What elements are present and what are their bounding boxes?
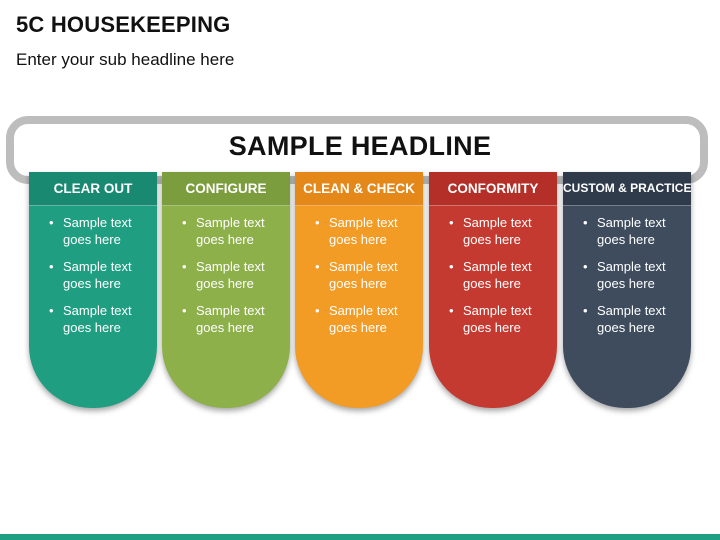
card-title: CONFIGURE [162,172,290,206]
card-custom-and-practice: CUSTOM & PRACTICE Sample text goes here … [563,172,691,408]
card-bullet: Sample text goes here [315,214,415,248]
card-configure: CONFIGURE Sample text goes here Sample t… [162,172,290,408]
card-bullet: Sample text goes here [315,302,415,336]
page-subtitle: Enter your sub headline here [16,50,235,69]
card-bullet: Sample text goes here [315,258,415,292]
card-title: CLEAN & CHECK [295,172,423,206]
card-title: CLEAR OUT [29,172,157,206]
card-bullet: Sample text goes here [449,258,549,292]
card-body: Sample text goes here Sample text goes h… [29,206,157,336]
card-conformity: CONFORMITY Sample text goes here Sample … [429,172,557,408]
card-bullet: Sample text goes here [583,214,683,248]
card-body: Sample text goes here Sample text goes h… [429,206,557,336]
card-bullet: Sample text goes here [49,258,149,292]
card-bullet: Sample text goes here [449,214,549,248]
card-bullet: Sample text goes here [583,258,683,292]
card-body: Sample text goes here Sample text goes h… [295,206,423,336]
card-title: CONFORMITY [429,172,557,206]
card-bullet: Sample text goes here [182,302,282,336]
card-bullet: Sample text goes here [49,302,149,336]
card-body: Sample text goes here Sample text goes h… [563,206,691,336]
card-title: CUSTOM & PRACTICE [563,172,691,206]
footer-bar [0,534,720,540]
sample-headline: SAMPLE HEADLINE [228,131,492,161]
card-bullet: Sample text goes here [449,302,549,336]
page-title: 5C HOUSEKEEPING [16,12,231,37]
card-clear-out: CLEAR OUT Sample text goes here Sample t… [29,172,157,408]
card-bullet: Sample text goes here [583,302,683,336]
card-bullet: Sample text goes here [49,214,149,248]
card-body: Sample text goes here Sample text goes h… [162,206,290,336]
card-bullet: Sample text goes here [182,214,282,248]
card-bullet: Sample text goes here [182,258,282,292]
card-clean-and-check: CLEAN & CHECK Sample text goes here Samp… [295,172,423,408]
